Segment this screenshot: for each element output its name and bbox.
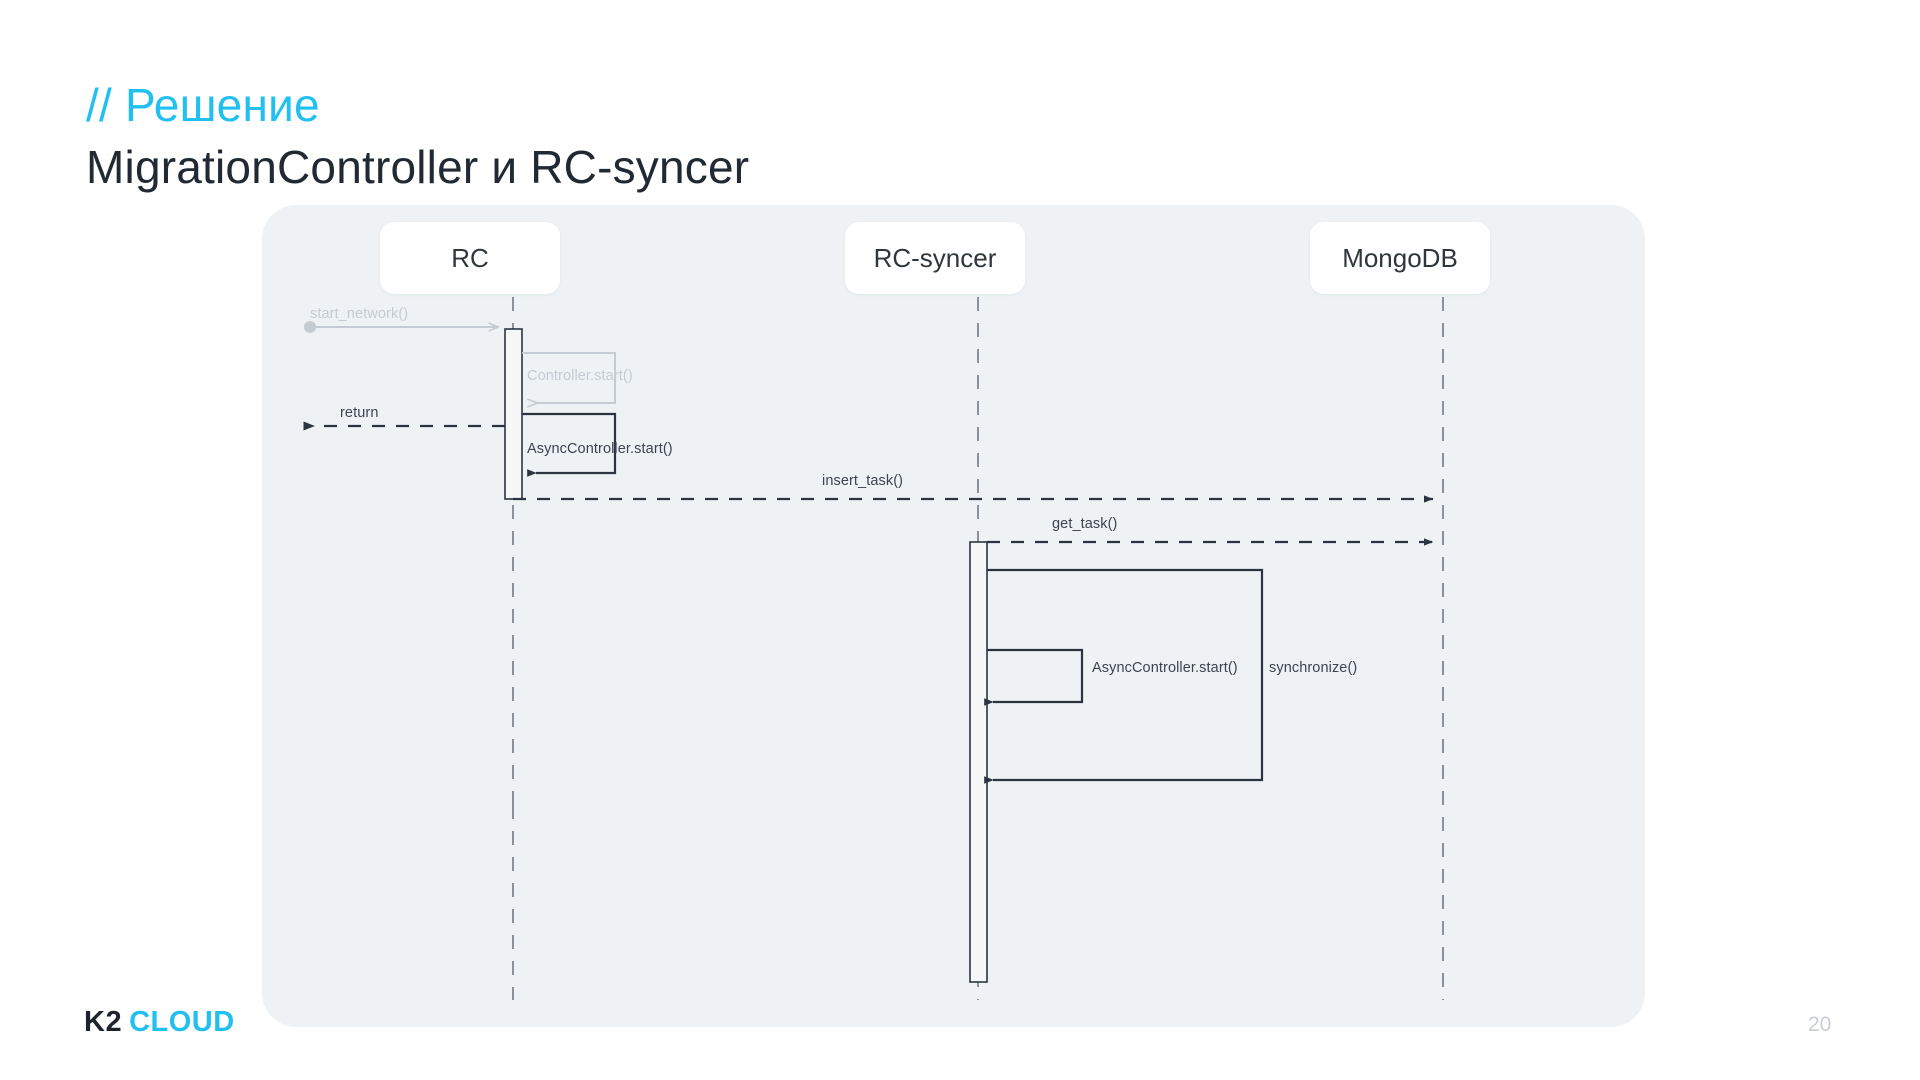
message-controller-start [522,352,616,408]
message-synchronize [984,568,1264,784]
participant-rc[interactable]: RC [380,222,560,294]
message-start-network [304,321,498,333]
page-subtitle: MigrationController и RC-syncer [86,141,750,193]
page-title: // Решение [86,79,320,131]
participant-rc-label: RC [451,242,489,273]
message-label-return: return [340,405,379,421]
page-number: 20 [1808,1013,1832,1036]
participant-mongodb[interactable]: MongoDB [1310,222,1490,294]
message-label-get-task: get_task() [1052,516,1118,532]
message-async-controller-start-rc [522,412,617,477]
message-label-async-controller-start-rc: AsyncController.start() [527,441,673,457]
sequence-diagram-panel: RC RC-syncer MongoDB start_network() Con… [262,205,1645,1027]
participant-rc-syncer[interactable]: RC-syncer [845,222,1025,294]
brand-logo-cloud: CLOUD [129,1006,235,1038]
message-label-synchronize: synchronize() [1269,660,1358,676]
brand-logo-k2: K2 [84,1006,123,1038]
message-label-start-network: start_network() [310,306,409,322]
activation-bar-rc-syncer [969,541,988,983]
message-async-controller-start-syncer [984,648,1084,706]
message-label-insert-task: insert_task() [822,473,904,489]
message-label-controller-start: Controller.start() [527,368,633,384]
sequence-diagram-canvas [303,297,1444,1000]
activation-bar-rc [504,328,523,500]
participant-rc-syncer-label: RC-syncer [873,242,997,273]
message-label-async-controller-start-syncer: AsyncController.start() [1092,660,1238,676]
participant-mongodb-label: MongoDB [1342,242,1458,273]
